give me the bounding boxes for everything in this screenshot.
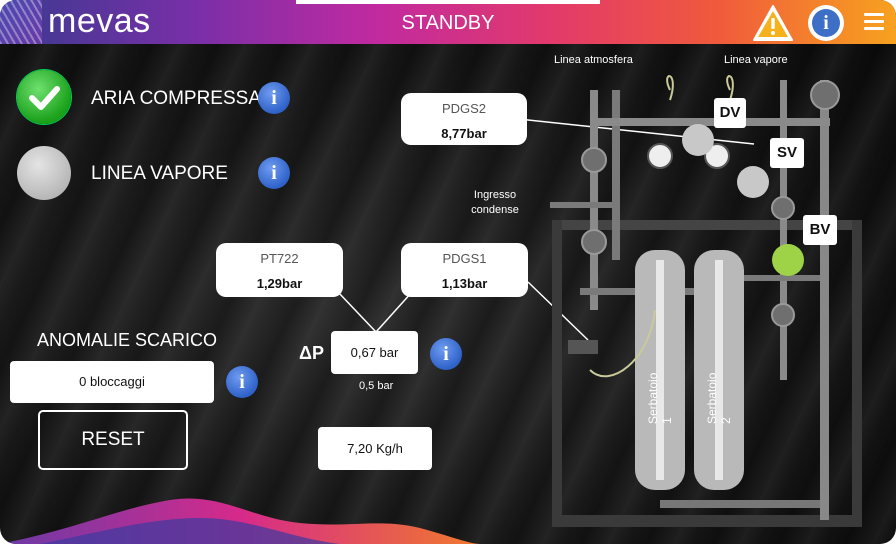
linea-atmosfera-label: Linea atmosfera: [554, 54, 633, 66]
linea-vapore-diagram-label: Linea vapore: [724, 54, 788, 66]
pdgs1-value: 1,13bar: [441, 276, 488, 291]
delta-p-threshold: 0,5 bar: [359, 380, 394, 392]
mevas-logo-icon: [0, 0, 42, 44]
pdgs2-box: PDGS2 8,77bar: [401, 93, 527, 145]
serbatoio1-label: Serbatoio 1: [646, 372, 674, 424]
anomalie-value-field: 0 bloccaggi: [10, 361, 214, 403]
delta-p-value: 0,67 bar: [350, 345, 399, 360]
reset-button[interactable]: RESET: [38, 410, 188, 470]
bv-tag[interactable]: BV: [803, 215, 837, 245]
header-info-button[interactable]: i: [808, 5, 844, 41]
serbatoio2-label: Serbatoio 2: [705, 372, 733, 424]
checkmark-icon: [29, 86, 60, 110]
anomalie-value: 0 bloccaggi: [79, 374, 145, 389]
title-notch: [296, 0, 600, 4]
pdgs1-name: PDGS1: [442, 251, 487, 266]
delta-p-box: 0,67 bar: [331, 331, 418, 374]
flow-box: 7,20 Kg/h: [318, 427, 432, 470]
pdgs2-value: 8,77bar: [441, 126, 487, 141]
flow-value: 7,20 Kg/h: [347, 441, 403, 456]
info-icon: i: [812, 9, 840, 37]
sv-valve-indicator: [737, 166, 769, 198]
pdgs2-name: PDGS2: [441, 101, 487, 116]
hamburger-menu-icon[interactable]: [864, 13, 884, 31]
plant-diagram: [550, 75, 862, 527]
aria-compressa-label: ARIA COMPRESSA: [91, 88, 261, 109]
delta-p-info-icon[interactable]: i: [430, 338, 462, 370]
aria-compressa-info-icon[interactable]: i: [258, 82, 290, 114]
linea-vapore-status-indicator: [17, 146, 71, 200]
aria-compressa-status-indicator: [17, 70, 71, 124]
sv-tag[interactable]: SV: [770, 138, 804, 168]
pt722-name: PT722: [260, 251, 299, 266]
pt722-value: 1,29bar: [256, 276, 303, 291]
page-title: STANDBY: [401, 12, 495, 34]
pdgs1-box: PDGS1 1,13bar: [401, 243, 528, 297]
linea-vapore-label: LINEA VAPORE: [91, 163, 228, 184]
warning-triangle-icon[interactable]: [752, 4, 794, 42]
anomalie-info-icon[interactable]: i: [226, 366, 258, 398]
ingresso-condense-label: Ingresso condense: [471, 189, 519, 216]
top-bar: mevas STANDBY i: [0, 0, 896, 44]
decorative-wave: [0, 498, 480, 544]
logo-text: mevas: [48, 2, 151, 40]
linea-vapore-info-icon[interactable]: i: [258, 157, 290, 189]
pt722-box: PT722 1,29bar: [216, 243, 343, 297]
dv-valve-indicator: [682, 124, 714, 156]
delta-p-label: ΔP: [299, 343, 324, 363]
bv-valve-indicator: [772, 244, 804, 276]
anomalie-scarico-title: ANOMALIE SCARICO: [37, 330, 218, 350]
dv-tag[interactable]: DV: [714, 98, 746, 128]
